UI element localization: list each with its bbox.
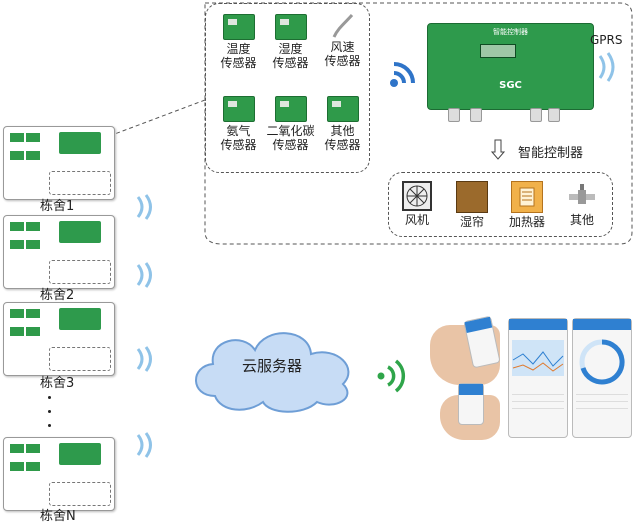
wet-curtain-actuator: 湿帘 [447, 181, 497, 229]
fan-icon [402, 181, 432, 211]
controller-label: 智能控制器 [518, 146, 584, 161]
mini-controller [59, 132, 101, 154]
wet-curtain-label: 湿帘 [459, 215, 484, 229]
sensor-board-icon [222, 14, 255, 40]
down-arrow-icon [490, 139, 506, 160]
app-gauge [579, 339, 625, 385]
humidity-sensor-label-2: 传感器 [272, 56, 309, 70]
temperature-sensor-label-2: 传感器 [220, 56, 257, 70]
mini-actuators [49, 347, 111, 371]
controller-display [480, 44, 516, 58]
barn-label-3: 栋舍3 [40, 376, 75, 391]
gprs-label: GPRS [590, 33, 623, 47]
mini-controller [59, 308, 101, 330]
other-sensor: 其他 传感器 [315, 96, 370, 152]
signal-icon [136, 432, 152, 458]
sensor-board-icon [274, 14, 307, 40]
gprs-signal-icon [598, 52, 615, 82]
wind-speed-sensor-label-2: 传感器 [324, 54, 361, 68]
barn-card [3, 215, 115, 289]
ellipsis-dot [48, 424, 51, 427]
co2-sensor-label-2: 传感器 [272, 138, 309, 152]
cable-gland [548, 108, 560, 122]
ammonia-sensor: 氨气 传感器 [211, 96, 266, 152]
fan-label: 风机 [404, 213, 429, 227]
mini-actuators [49, 482, 111, 506]
barn-label-2: 栋舍2 [40, 288, 75, 303]
fan-actuator: 风机 [392, 181, 442, 227]
signal-icon [136, 194, 152, 220]
wind-speed-sensor: 风速 传感器 [315, 14, 370, 68]
app-screen-chart [508, 318, 568, 438]
controller-brand: SGC [499, 80, 522, 91]
ammonia-sensor-label-2: 传感器 [220, 138, 257, 152]
ellipsis-dot [48, 410, 51, 413]
mini-controller [59, 221, 101, 243]
wind-speed-sensor-label-1: 风速 [330, 40, 355, 54]
phone-icon [458, 383, 484, 425]
app-line-chart [512, 340, 564, 376]
mini-actuators [49, 171, 111, 195]
mini-actuators [49, 260, 111, 284]
actuator-group: 风机 湿帘 加热器 其他 [388, 172, 613, 237]
temperature-sensor: 温度 传感器 [211, 14, 266, 70]
co2-sensor-label-1: 二氧化碳 [266, 124, 315, 138]
wifi-icon [377, 359, 406, 393]
cable-gland [448, 108, 460, 122]
wifi-icon [390, 62, 415, 87]
app-screen-gauge [572, 318, 632, 438]
cable-gland [530, 108, 542, 122]
co2-sensor: 二氧化碳 传感器 [263, 96, 318, 152]
cloud-server-label: 云服务器 [242, 357, 303, 375]
sensor-board-icon [222, 96, 255, 122]
barn-card [3, 302, 115, 376]
barn-card [3, 126, 115, 200]
signal-icon [136, 262, 152, 288]
wet-curtain-icon [456, 181, 488, 213]
other-actuator-label: 其他 [569, 213, 594, 227]
barn-card [3, 437, 115, 511]
ellipsis-dot [48, 396, 51, 399]
other-sensor-label-1: 其他 [330, 124, 355, 138]
barn-label-1: 栋舍1 [40, 199, 75, 214]
system-outline [111, 2, 633, 245]
sensor-group: 温度 传感器 湿度 传感器 风速 传感器 氨气 传感器 二氧化碳 传感器 其他 … [205, 3, 370, 173]
cloud-icon [195, 332, 350, 413]
cable-gland [470, 108, 482, 122]
valve-icon [567, 181, 597, 211]
heater-label: 加热器 [508, 215, 545, 229]
humidity-sensor: 湿度 传感器 [263, 14, 318, 70]
ammonia-sensor-label-1: 氨气 [226, 124, 251, 138]
temperature-sensor-label-1: 温度 [226, 42, 251, 56]
smart-controller: 智能控制器 SGC [427, 23, 594, 110]
controller-brand-title: 智能控制器 [493, 28, 528, 36]
other-sensor-label-2: 传感器 [324, 138, 361, 152]
mini-controller [59, 443, 101, 465]
sensor-board-icon [326, 96, 359, 122]
signal-icon [136, 346, 152, 372]
sensor-board-icon [274, 96, 307, 122]
humidity-sensor-label-1: 湿度 [278, 42, 303, 56]
heater-icon [511, 181, 543, 213]
other-actuator: 其他 [557, 181, 607, 227]
wind-probe-icon [328, 14, 358, 38]
heater-actuator: 加热器 [502, 181, 552, 229]
barn-label-n: 栋舍N [40, 509, 76, 524]
